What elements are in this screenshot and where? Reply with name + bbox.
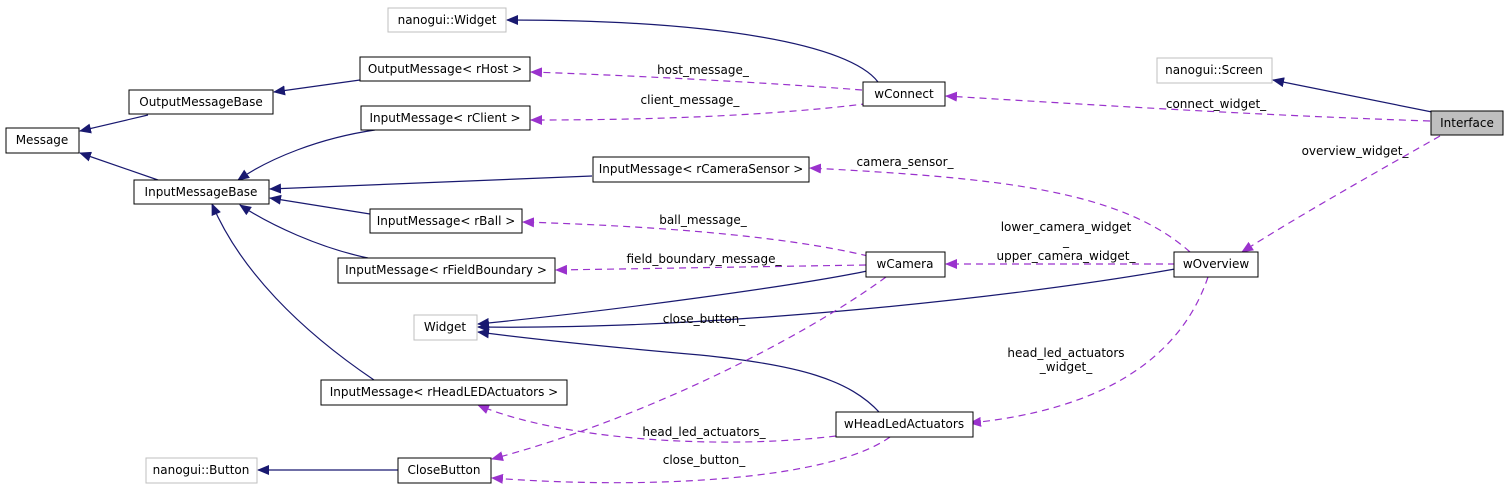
node-label: OutputMessage< rHost >	[368, 62, 522, 76]
node-input-message-rball[interactable]: InputMessage< rBall >	[369, 208, 523, 234]
node-close-button[interactable]: CloseButton	[397, 457, 492, 484]
edge-input-message-base-to-message	[79, 151, 159, 181]
node-input-message-base[interactable]: InputMessageBase	[133, 179, 270, 205]
node-label: InputMessage< rBall >	[377, 214, 516, 228]
label-host-message: host_message_	[657, 63, 750, 77]
node-label: nanogui::Button	[153, 463, 250, 477]
edge-wcamera-ball-message	[522, 217, 869, 257]
label-head-led-actuators-widget-suffix: _widget_	[1039, 360, 1093, 374]
node-label: wHeadLedActuators	[844, 417, 964, 431]
node-label: Interface	[1440, 116, 1494, 130]
edge-input-message-rheadledactuators-to-input-message-base	[211, 203, 375, 381]
label-close-button: close_button_	[663, 312, 746, 326]
node-label: CloseButton	[408, 463, 481, 477]
edge-woverview-to-widget	[477, 268, 1176, 333]
node-input-message-rheadledactuators[interactable]: InputMessage< rHeadLEDActuators >	[320, 379, 568, 406]
label-head-led-actuators-widget: head_led_actuators	[1007, 346, 1124, 360]
usage-edges	[477, 67, 1441, 484]
label-lower-camera-widget: lower_camera_widget	[1001, 220, 1132, 234]
edge-input-message-rcamerasensor-to-input-message-base	[269, 175, 593, 194]
label-ball-message: ball_message_	[659, 213, 748, 227]
node-label: Message	[16, 133, 69, 147]
node-label: wCamera	[877, 257, 934, 271]
label-close-button-led: close_button_	[663, 453, 746, 467]
edge-interface-to-nanogui-screen	[1272, 77, 1433, 113]
node-wcamera[interactable]: wCamera	[865, 251, 946, 278]
node-label: InputMessageBase	[145, 185, 258, 199]
edge-wcamera-to-widget	[477, 270, 868, 328]
node-message[interactable]: Message	[5, 127, 80, 154]
edge-input-message-rfieldboundary-to-input-message-base	[239, 204, 369, 259]
node-nanogui-screen[interactable]: nanogui::Screen	[1156, 57, 1273, 84]
node-nanogui-widget[interactable]: nanogui::Widget	[387, 7, 507, 33]
node-label: InputMessage< rFieldBoundary >	[345, 263, 547, 277]
node-label: Widget	[424, 320, 467, 334]
nodes: nanogui::Widget OutputMessage< rHost > O…	[5, 7, 1504, 484]
edge-interface-connect-widget	[945, 91, 1431, 122]
label-camera-sensor: camera_sensor_	[856, 155, 954, 169]
edge-wconnect-client-message	[530, 101, 881, 125]
node-woverview[interactable]: wOverview	[1173, 251, 1259, 278]
node-input-message-rcamerasensor[interactable]: InputMessage< rCameraSensor >	[592, 156, 810, 183]
node-label: InputMessage< rCameraSensor >	[599, 162, 804, 176]
node-wheadledactuators[interactable]: wHeadLedActuators	[835, 411, 974, 438]
node-label: InputMessage< rHeadLEDActuators >	[330, 385, 559, 399]
inheritance-edges	[79, 15, 1433, 475]
label-overview-widget: overview_widget_	[1302, 144, 1410, 158]
edge-wheadledactuators-close-button	[491, 436, 891, 484]
label-upper-camera-widget: upper_camera_widget_	[997, 249, 1137, 263]
node-label: OutputMessageBase	[139, 95, 263, 109]
edge-wcamera-field-boundary-message	[555, 264, 867, 275]
edge-wconnect-host-message	[530, 67, 863, 91]
label-field-boundary-message: field_boundary_message_	[627, 252, 783, 266]
edge-output-message-rhost-to-output-message-base	[273, 79, 361, 96]
label-head-led-actuators: head_led_actuators_	[642, 425, 766, 439]
node-output-message-base[interactable]: OutputMessageBase	[128, 89, 274, 115]
node-widget[interactable]: Widget	[413, 314, 478, 341]
node-label: nanogui::Widget	[398, 13, 497, 27]
edge-input-message-rball-to-input-message-base	[269, 194, 371, 215]
edge-labels: host_message_ client_message_ connect_wi…	[627, 63, 1410, 467]
edge-wheadledactuators-head-led-actuators	[477, 404, 837, 443]
edge-wheadledactuators-to-widget	[477, 328, 881, 414]
edge-wconnect-to-nanogui-widget	[506, 15, 879, 83]
node-label: nanogui::Screen	[1165, 63, 1263, 77]
edge-woverview-camera-sensor	[809, 163, 1191, 253]
node-interface[interactable]: Interface	[1430, 110, 1504, 136]
node-input-message-rfieldboundary[interactable]: InputMessage< rFieldBoundary >	[337, 257, 556, 284]
node-nanogui-button[interactable]: nanogui::Button	[145, 457, 258, 484]
label-lower-camera-widget-underscore: _	[1062, 234, 1070, 248]
label-client-message: client_message_	[641, 93, 741, 107]
node-input-message-rclient[interactable]: InputMessage< rClient >	[360, 105, 531, 131]
node-label: wOverview	[1183, 257, 1249, 271]
node-output-message-rhost[interactable]: OutputMessage< rHost >	[359, 56, 531, 82]
label-connect-widget: connect_widget_	[1166, 97, 1267, 111]
edge-wcamera-close-button	[491, 276, 887, 462]
edge-output-message-base-to-message	[79, 114, 149, 134]
edge-interface-overview-widget	[1241, 135, 1441, 253]
edge-input-message-rclient-to-input-message-base	[237, 129, 376, 181]
node-wconnect[interactable]: wConnect	[862, 81, 946, 107]
node-label: InputMessage< rClient >	[369, 111, 520, 125]
node-label: wConnect	[874, 87, 934, 101]
